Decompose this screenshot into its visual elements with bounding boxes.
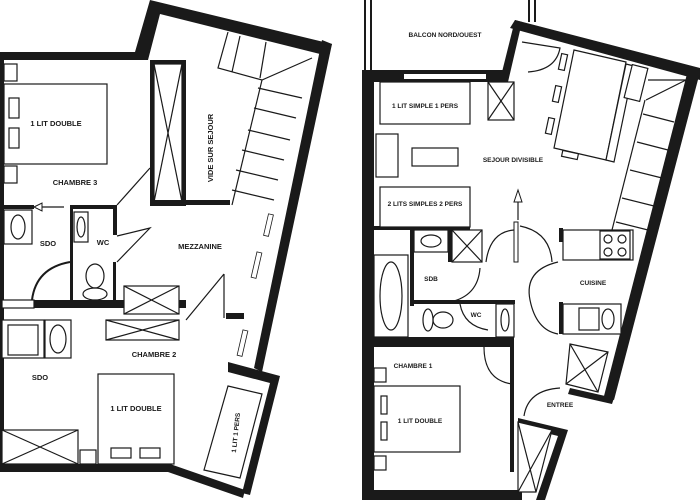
wall (113, 262, 116, 302)
shower-door (31, 261, 71, 301)
door (519, 225, 553, 263)
room-label-cuisine: CUISINE (580, 280, 607, 287)
cabinet (623, 63, 649, 103)
wall (559, 228, 563, 242)
wall (448, 226, 452, 262)
kitchen-door (528, 261, 559, 335)
pillow (110, 447, 132, 459)
wall (374, 226, 470, 230)
sdb-door (449, 267, 481, 303)
sink (601, 308, 615, 330)
wall (254, 40, 332, 372)
room-label-chambre3: CHAMBRE 3 (53, 178, 98, 187)
wall (113, 205, 117, 235)
shower (1, 319, 45, 359)
room-label-sejour: SEJOUR DIVISIBLE (483, 157, 544, 164)
entry-door (523, 387, 561, 417)
sink (413, 229, 449, 253)
sink-basin (578, 307, 600, 331)
nightstand (79, 449, 97, 465)
sink (44, 319, 72, 359)
sink (422, 308, 434, 332)
room-label-wc: WC (97, 238, 110, 247)
wall (604, 70, 700, 400)
armchair (375, 133, 399, 178)
wall (500, 20, 522, 82)
upper-floor-plan: 1 LIT DOUBLE CHAMBRE 3 VIDE SUR SEJOUR S… (0, 0, 332, 498)
room-label-balcon: BALCON NORD/OUEST (409, 32, 482, 39)
wc-door (459, 303, 489, 331)
room-label-chambre1: CHAMBRE 1 (394, 363, 433, 370)
pillow (139, 447, 161, 459)
double-bed (3, 83, 108, 165)
wall (226, 313, 244, 319)
single-bed (379, 81, 471, 125)
sink (73, 211, 89, 243)
nightstand (373, 455, 387, 471)
wall (362, 490, 522, 500)
shelf (1, 299, 35, 309)
wall (0, 464, 245, 498)
wall (410, 300, 515, 304)
staircase (217, 31, 313, 206)
coffee-table (411, 147, 459, 167)
wall (362, 70, 374, 500)
bathtub (373, 254, 409, 338)
wall (70, 205, 116, 209)
wall (559, 302, 563, 334)
room-label-bed: 1 LIT DOUBLE (30, 119, 81, 128)
wall (228, 362, 280, 495)
room-label-mezzanine: MEZZANINE (178, 242, 222, 251)
room-label-vide-sur-sejour: VIDE SUR SEJOUR (206, 113, 215, 182)
wall (0, 300, 186, 308)
double-bed (373, 385, 461, 453)
lower-floor-plan: BALCON NORD/OUEST (362, 0, 700, 500)
twin-beds (379, 186, 471, 228)
staircase (611, 79, 687, 231)
room-label-bed: 1 LIT DOUBLE (398, 418, 443, 425)
wall (0, 205, 34, 209)
pillow (380, 395, 388, 415)
chair (557, 52, 569, 72)
pillow (8, 127, 20, 149)
room-label-sdo: SDO (40, 239, 56, 248)
wall (374, 337, 514, 347)
room-label-bed: 1 LIT DOUBLE (110, 404, 161, 413)
wall (510, 20, 700, 80)
pillow (8, 97, 20, 119)
room-label-wc: WC (471, 312, 482, 319)
nightstand (373, 367, 387, 383)
room-label-sdo-2: SDO (32, 373, 48, 382)
room-label-sdb: SDB (424, 276, 438, 283)
chair (544, 116, 556, 136)
room-label-chambre2: CHAMBRE 2 (132, 350, 177, 359)
pillow (380, 421, 388, 441)
toilet (432, 311, 454, 329)
toilet (85, 263, 105, 289)
nightstand (3, 63, 18, 82)
nightstand (3, 165, 18, 184)
sink (495, 303, 515, 338)
wall (410, 226, 414, 306)
sink (3, 209, 33, 245)
chambre1-door (483, 346, 513, 385)
chair (551, 84, 563, 104)
room-label-single-bed: 1 LIT 1 PERS (231, 412, 242, 453)
room-label-beds: 2 LITS SIMPLES 2 PERS (388, 201, 463, 208)
room-label-bed: 1 LIT SIMPLE 1 PERS (392, 103, 459, 110)
balcony-door (521, 41, 561, 73)
wall (0, 0, 332, 60)
wall (0, 60, 4, 464)
wall (150, 200, 230, 205)
wall (70, 205, 73, 305)
chair (560, 149, 580, 161)
room-label-entree: ENTREE (547, 402, 574, 409)
wall (568, 388, 614, 404)
door (485, 229, 515, 263)
single-bed (203, 385, 263, 479)
wall (510, 337, 514, 472)
double-bed (97, 373, 175, 465)
